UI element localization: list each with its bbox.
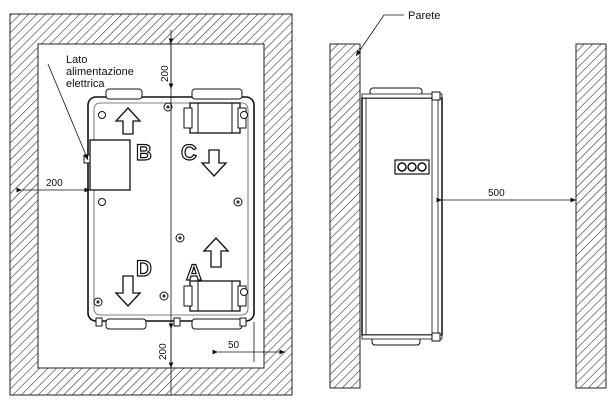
connector-bottom-left (105, 318, 147, 330)
dim-bottom-value: 200 (158, 343, 169, 360)
port-label-c: C (181, 140, 197, 165)
port-label-d: D (136, 256, 152, 281)
side-view: 500 Parete (329, 10, 607, 389)
airflow-arrow-a-up (202, 237, 230, 268)
port-label-a: A (186, 260, 202, 285)
airflow-arrow-d-down (114, 275, 142, 307)
electrical-box (89, 139, 131, 191)
dim-side-value: 500 (488, 188, 505, 199)
unit-side-body (361, 97, 443, 336)
connector-top-right (191, 88, 243, 100)
fan-bottom (183, 280, 247, 312)
connector-top-left (105, 88, 143, 100)
airflow-arrow-c-down (200, 149, 228, 177)
wall-label: Parete (408, 10, 440, 22)
power-side-label-line3: elettrica (66, 78, 105, 90)
wall-left-hatch (329, 43, 361, 389)
dim-top-value: 200 (160, 65, 171, 82)
fan-top (183, 102, 247, 134)
wall-right-hatch (575, 43, 607, 389)
power-side-label: Lato alimentazione elettrica (66, 54, 137, 90)
dim-left-value: 200 (46, 178, 63, 189)
power-side-label-line1: Lato (66, 54, 87, 66)
port-label-b: B (136, 140, 152, 165)
dim-right-value: 50 (228, 340, 240, 351)
connector-bottom-right (191, 318, 243, 330)
power-side-leader (47, 63, 89, 161)
front-view: B C D A 200 200 200 50 Lato alimentazion… (9, 13, 293, 396)
power-side-label-line2: alimentazione (66, 66, 134, 78)
airflow-arrow-b-up (114, 107, 142, 135)
